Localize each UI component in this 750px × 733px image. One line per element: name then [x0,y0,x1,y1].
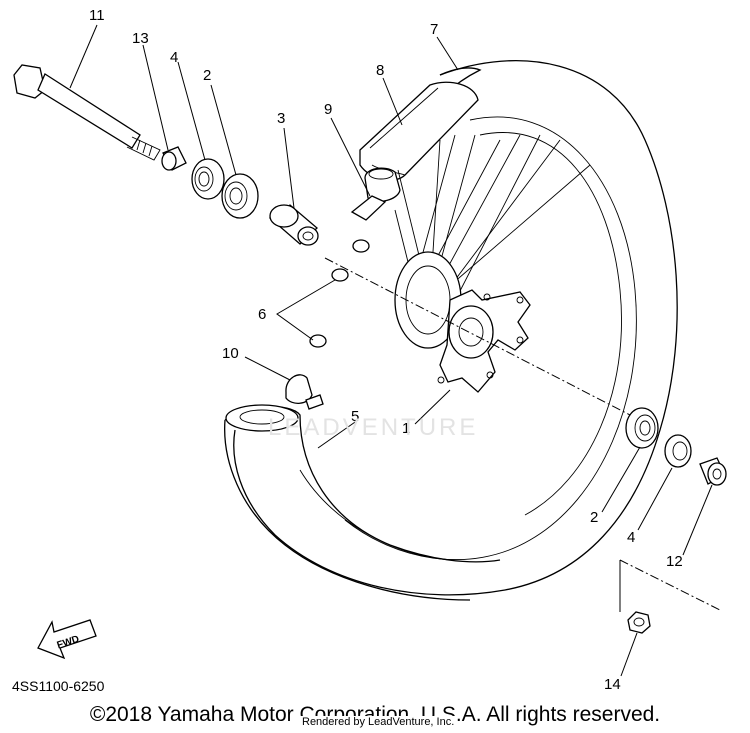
part-label-2-left: 2 [203,67,211,84]
bearing-right [625,407,659,449]
collar-12 [699,457,727,486]
copyright-notice: ©2018 Yamaha Motor Corporation, U.S.A. A… [89,703,661,726]
part-label-4-left: 4 [170,49,178,66]
part-label-3: 3 [277,110,285,127]
spacer [268,204,319,246]
hub-screws [309,239,370,348]
fwd-arrow-icon: FWD [37,619,97,660]
part-label-1: 1 [402,420,410,437]
part-label-13: 13 [132,30,149,47]
axle [13,64,161,161]
axle-centerline [324,257,631,416]
watermark: LEADVENTURE [268,414,479,441]
rendered-by-notice: Rendered by LeadVenture, Inc. [300,716,457,728]
rim-lock [350,167,401,221]
part-label-10: 10 [222,345,239,362]
nut-centerline [619,559,721,611]
bearing-left [221,173,259,219]
wheel-hub [394,251,531,393]
part-label-5: 5 [351,408,359,425]
part-label-4-right: 4 [627,529,635,546]
part-label-6: 6 [258,306,266,323]
collar-13 [161,146,187,171]
oil-seal-left [191,158,225,200]
rim-band [359,81,479,181]
part-label-14: 14 [604,676,621,693]
part-label-9: 9 [324,101,332,118]
part-label-8: 8 [376,62,384,79]
inner-tube [224,404,501,601]
leader-lines [69,24,713,677]
part-label-7: 7 [430,21,438,38]
drawing-number: 4SS1100-6250 [12,678,105,694]
axle-nut [627,611,651,634]
part-label-11: 11 [89,7,105,24]
part-label-12: 12 [666,553,683,570]
part-label-2-right: 2 [590,509,598,526]
tube-valve [285,374,324,410]
oil-seal-right [664,434,692,468]
